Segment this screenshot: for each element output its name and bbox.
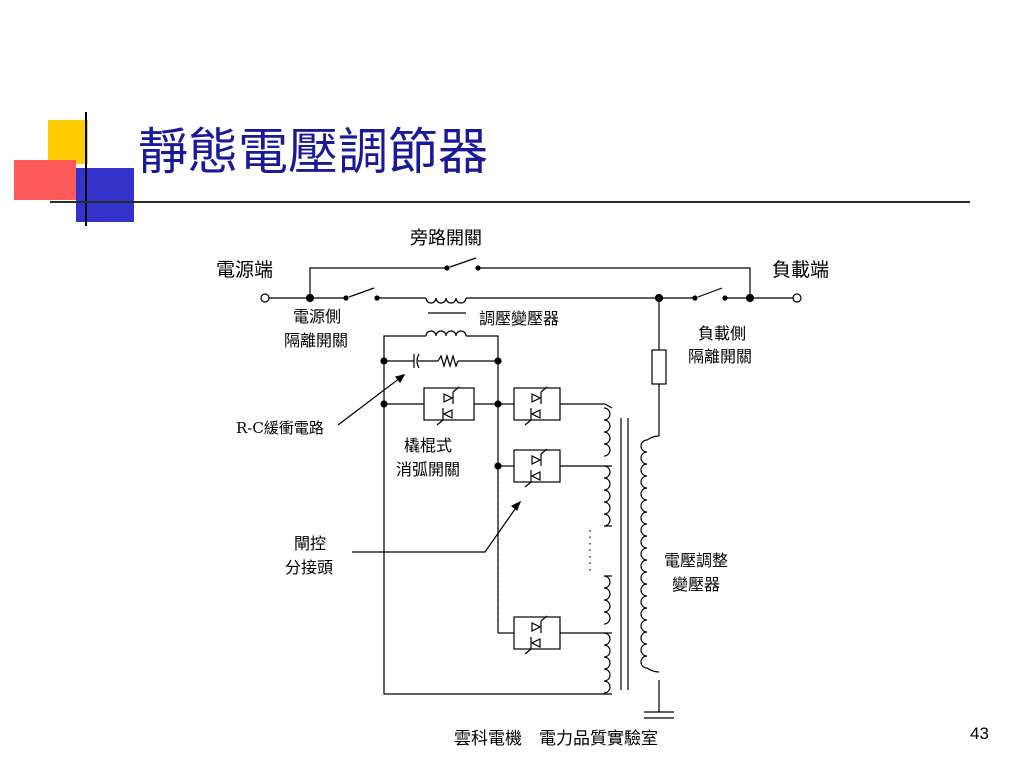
- label-voltage-transformer-1: 電壓調整: [664, 551, 728, 570]
- main-line: [260, 287, 802, 304]
- label-thyristor-tap-1: 閘控: [294, 534, 326, 553]
- voltage-adjusting-winding: [640, 298, 674, 719]
- crowbar-arc-switch: [380, 386, 502, 426]
- label-regulating-transformer: 調壓變壓器: [479, 309, 559, 328]
- rc-snubber-circuit: [380, 353, 502, 369]
- page-number: 43: [970, 724, 989, 743]
- thyristor-tap-2: [494, 448, 612, 488]
- load-terminal: [792, 293, 802, 303]
- label-arc-switch-1: 橇棍式: [404, 436, 452, 455]
- footer-text: 雲科電機 電力品質實驗室: [454, 729, 658, 749]
- label-voltage-transformer-2: 變壓器: [672, 575, 720, 594]
- title-decoration: [14, 112, 970, 226]
- label-bypass-switch: 旁路開關: [410, 228, 482, 249]
- deco-yellow-square: [48, 120, 88, 164]
- label-source-isolation-1: 電源側: [293, 307, 341, 326]
- tapped-winding: [603, 407, 612, 694]
- label-rc-snubber: R-C緩衝電路: [236, 419, 324, 437]
- bypass-path: [309, 257, 751, 298]
- source-isolation-switch: [348, 287, 375, 298]
- thyristor-tap-1: [498, 386, 613, 426]
- load-side-resistor: [651, 349, 667, 385]
- deco-red-square: [14, 160, 76, 200]
- label-load-isolation-1: 負載側: [698, 324, 746, 343]
- thyristor-tap-pointer: [352, 501, 521, 553]
- label-source-end: 電源端: [216, 259, 273, 281]
- slide-title: 靜態電壓調節器: [138, 123, 488, 181]
- source-terminal: [260, 293, 270, 303]
- label-load-end: 負載端: [772, 259, 829, 281]
- regulating-transformer-primary: [425, 297, 467, 304]
- rc-snubber-pointer: [337, 374, 405, 426]
- label-load-isolation-2: 隔離開關: [688, 347, 752, 366]
- label-thyristor-tap-2: 分接頭: [285, 558, 333, 577]
- thyristor-tap-n: [498, 615, 612, 655]
- load-isolation-switch: [697, 287, 723, 298]
- label-source-isolation-2: 隔離開關: [284, 331, 348, 350]
- label-arc-switch-2: 消弧開關: [396, 460, 460, 479]
